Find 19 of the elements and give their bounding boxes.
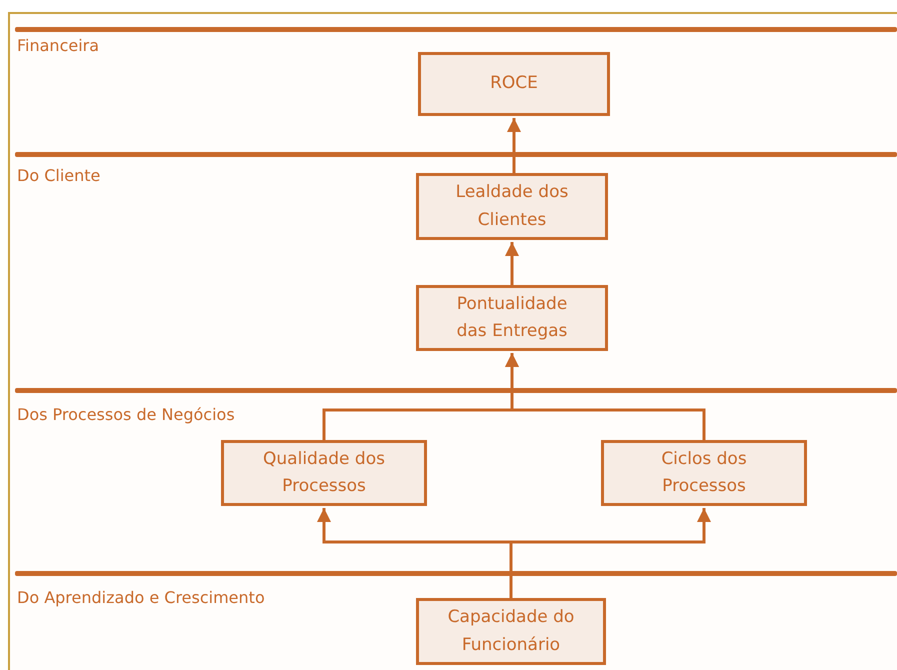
box-label: Qualidade dos Processos — [262, 448, 386, 498]
process-box — [221, 440, 427, 506]
box-label: Capacidade do Funcionário — [446, 606, 576, 656]
box-label: ROCE — [490, 72, 538, 96]
box-label: Lealdade dos Clientes — [454, 181, 570, 232]
perspective-label: Do Cliente — [17, 166, 100, 185]
process-box — [416, 173, 608, 240]
arrow — [507, 118, 521, 173]
arrow — [505, 242, 519, 285]
arrow — [505, 353, 706, 440]
perspective-label: Financeira — [17, 36, 100, 55]
box-label: Pontualidade das Entregas — [456, 292, 568, 343]
perspective-label: Dos Processos de Negócios — [17, 405, 235, 424]
perspective-label: Do Aprendizado e Crescimento — [17, 588, 265, 607]
process-box — [601, 440, 807, 506]
box-label: Ciclos dos Processos — [660, 448, 748, 498]
process-box — [416, 598, 606, 665]
process-box — [418, 52, 610, 116]
process-box — [416, 285, 608, 351]
